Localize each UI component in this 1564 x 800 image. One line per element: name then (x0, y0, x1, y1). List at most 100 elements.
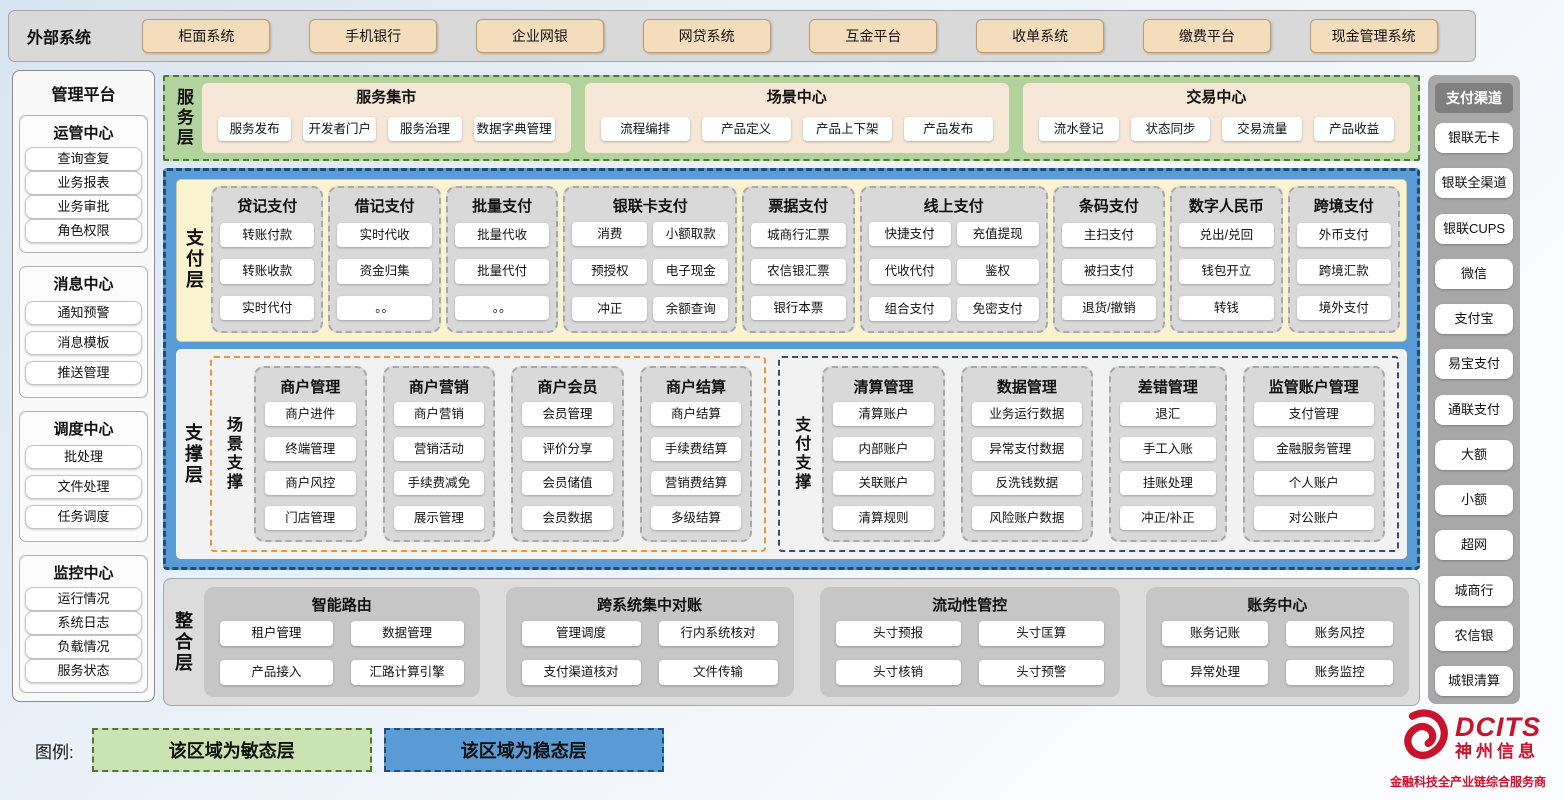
support-group: 差错管理 退汇手工入账挂账处理冲正/补正 (1109, 366, 1227, 542)
payment-item-box: 余额查询 (653, 297, 729, 322)
payment-item-box: 鉴权 (956, 259, 1039, 284)
support-item-box: 支付管理 (1253, 402, 1374, 427)
support-layer-label: 支撑层 (183, 422, 203, 486)
payment-item-box: 主扫支付 (1061, 223, 1157, 248)
payment-channel-box: 银联全渠道 (1435, 168, 1513, 199)
legend-agile-box: 该区域为敏态层 (91, 728, 372, 772)
scene-support-label: 场景支撑 (224, 416, 241, 492)
support-item-box: 营销活动 (393, 436, 485, 461)
support-group: 商户会员 会员管理评价分享会员储值会员数据 (511, 366, 624, 542)
payment-item-box: 兑出/兑回 (1179, 223, 1274, 248)
management-item-box: 运行情况 (25, 587, 142, 611)
external-system-box: 缴费平台 (1142, 19, 1271, 53)
payment-channel-box: 小额 (1435, 485, 1513, 515)
support-item-box: 退汇 (1120, 402, 1216, 427)
payment-item-box: 组合支付 (868, 297, 951, 322)
service-group-title: 交易中心 (1186, 89, 1247, 106)
management-platform-panel: 管理平台 运管中心 查询查复业务报表业务审批角色权限 消息中心 通知预警消息模板… (12, 70, 155, 702)
payment-support-groups: 清算管理 清算账户内部账户关联账户清算规则 数据管理 业务运行数据异常支付数据反… (818, 364, 1389, 544)
payment-support-box: 支付支撑 清算管理 清算账户内部账户关联账户清算规则 数据管理 业务运行数据异常… (778, 356, 1399, 552)
support-item-box: 关联账户 (833, 471, 934, 496)
management-group-title: 调度中心 (53, 420, 114, 438)
payment-item-box: 冲正 (572, 297, 648, 322)
payment-layer: 支付层 贷记支付 转账付款转账收款实时代付 借记支付 实时代收资金归集。。 批量… (176, 179, 1407, 342)
external-system-box: 现金管理系统 (1309, 19, 1438, 53)
integration-item-box: 账务监控 (1286, 660, 1393, 685)
integration-group-title: 账务中心 (1247, 597, 1308, 614)
management-item-box: 角色权限 (25, 219, 142, 243)
support-item-box: 终端管理 (265, 436, 356, 461)
management-item-box: 系统日志 (25, 611, 142, 635)
payment-item-box: 银行本票 (751, 295, 846, 320)
support-item-box: 会员管理 (522, 402, 613, 427)
service-item-box: 产品收益 (1314, 116, 1394, 142)
support-item-box: 展示管理 (393, 505, 485, 530)
support-item-box: 会员储值 (522, 471, 613, 496)
payment-group-title: 贷记支付 (237, 198, 298, 215)
management-item-box: 服务状态 (25, 659, 142, 683)
service-item-box: 产品发布 (903, 116, 993, 142)
support-item-box: 会员数据 (522, 505, 613, 530)
legend-stable-box: 该区域为稳态层 (383, 728, 664, 772)
payment-channel-box: 大额 (1435, 439, 1513, 470)
payment-item-box: 代收代付 (868, 259, 951, 284)
payment-group: 票据支付 城商行汇票农信银汇票银行本票 (742, 186, 855, 333)
service-group-title: 场景中心 (766, 89, 827, 106)
payment-item-box: 消费 (572, 221, 648, 246)
external-systems-label: 外部系统 (27, 30, 92, 47)
management-item-box: 查询查复 (25, 147, 142, 171)
management-item-box: 消息模板 (25, 330, 142, 355)
payment-group-title: 线上支付 (923, 198, 984, 215)
support-group-title: 差错管理 (1137, 379, 1198, 396)
external-system-box: 企业网银 (475, 19, 604, 53)
payment-group-title: 条码支付 (1078, 198, 1139, 215)
support-item-box: 商户风控 (265, 471, 356, 496)
payment-group: 借记支付 实时代收资金归集。。 (328, 186, 441, 333)
payment-item-box: 钱包开立 (1179, 259, 1274, 284)
payment-group-title: 批量支付 (472, 198, 533, 215)
external-systems-list: 柜面系统手机银行企业网银网贷系统互金平台收单系统缴费平台现金管理系统 (123, 19, 1457, 53)
payment-item-box: 。。 (454, 295, 550, 320)
support-group-title: 监管账户管理 (1268, 379, 1359, 396)
payment-group: 银联卡支付 消费小额取款预授权电子现金冲正余额查询 (563, 186, 738, 333)
service-group-scenario: 场景中心 流程编排产品定义产品上下架产品发布 (584, 83, 1009, 153)
payment-group: 贷记支付 转账付款转账收款实时代付 (211, 186, 324, 333)
integration-item-box: 汇路计算引擎 (350, 660, 464, 685)
management-group-operations: 运管中心 查询查复业务报表业务审批角色权限 (19, 115, 148, 253)
payment-item-box: 批量代收 (454, 223, 550, 248)
integration-item-box: 账务记账 (1161, 621, 1269, 646)
support-group-title: 商户管理 (280, 379, 341, 396)
payment-group-title: 跨境支付 (1313, 198, 1374, 215)
payment-group: 跨境支付 外币支付跨境汇款境外支付 (1287, 186, 1401, 333)
support-group: 清算管理 清算账户内部账户关联账户清算规则 (822, 366, 945, 542)
support-group-title: 商户结算 (666, 379, 727, 396)
service-layer-groups: 服务集市 服务发布开发者门户服务治理数据字典管理 场景中心 流程编排产品定义产品… (202, 83, 1410, 153)
integration-item-box: 租户管理 (220, 621, 333, 646)
integration-layer: 整合层 智能路由 租户管理数据管理产品接入汇路计算引擎 跨系统集中对账 管理调度… (163, 578, 1420, 706)
payment-item-box: 转钱 (1179, 295, 1274, 320)
payment-item-box: 预授权 (572, 259, 648, 284)
payment-item-box: 农信银汇票 (751, 259, 846, 284)
support-item-box: 门店管理 (265, 505, 356, 530)
payment-channel-box: 超网 (1435, 530, 1513, 561)
payment-item-box: 外币支付 (1296, 223, 1392, 248)
payment-channel-box: 城商行 (1435, 575, 1513, 606)
legend: 图例: 该区域为敏态层 该区域为稳态层 (35, 728, 664, 772)
support-item-box: 多级结算 (650, 505, 742, 530)
management-group-title: 监控中心 (53, 565, 114, 582)
payment-item-box: 批量代付 (454, 259, 550, 284)
management-item-box: 批处理 (25, 445, 142, 470)
payment-channel-box: 银联CUPS (1435, 213, 1513, 244)
integration-group-title: 跨系统集中对账 (597, 597, 703, 614)
payment-group-title: 票据支付 (768, 198, 829, 215)
management-group-message: 消息中心 通知预警消息模板推送管理 (19, 266, 148, 398)
integration-group-title: 智能路由 (311, 597, 372, 614)
payment-channel-box: 易宝支付 (1435, 349, 1513, 380)
support-item-box: 手续费结算 (650, 436, 742, 461)
payment-item-box: 境外支付 (1296, 295, 1392, 320)
payment-group-title: 借记支付 (354, 198, 415, 215)
dcits-logo-swirl-icon (1395, 708, 1451, 769)
support-layer: 支撑层 场景支撑 商户管理 商户进件终端管理商户风控门店管理 商户营销 (176, 349, 1407, 559)
